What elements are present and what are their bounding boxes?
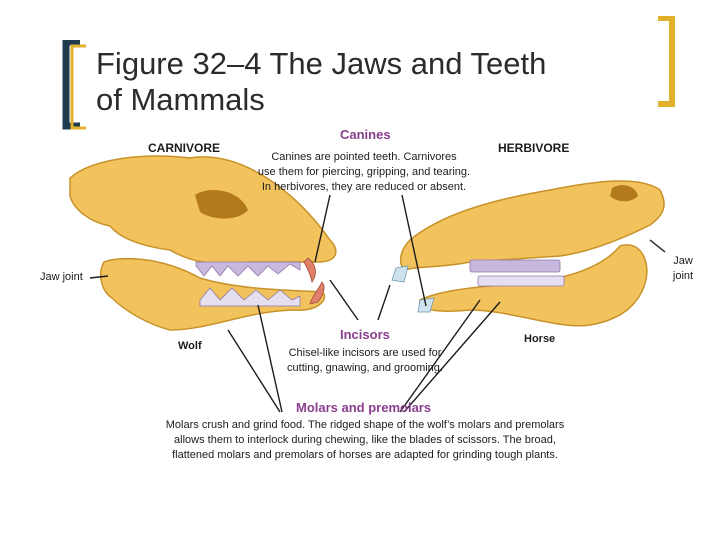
horse-label: Horse	[524, 333, 555, 345]
jaw-joint-right-line: Jaw	[663, 254, 703, 269]
canines-line: use them for piercing, gripping, and tea…	[240, 165, 488, 180]
jaw-joint-right-label: Jaw joint	[663, 254, 703, 284]
incisors-description: Chisel-like incisors are used for cuttin…	[270, 346, 460, 376]
incisors-heading: Incisors	[340, 327, 390, 342]
canines-line: In herbivores, they are reduced or absen…	[240, 180, 488, 195]
molars-line: flattened molars and premolars of horses…	[140, 448, 590, 463]
wolf-label: Wolf	[178, 340, 202, 352]
carnivore-label: CARNIVORE	[148, 141, 220, 155]
molars-line: allows them to interlock during chewing,…	[140, 433, 590, 448]
horse-lower-teeth	[478, 276, 564, 286]
jaw-joint-right-line: joint	[663, 269, 703, 284]
incisors-line: Chisel-like incisors are used for	[270, 346, 460, 361]
wolf-upper-teeth	[196, 262, 300, 276]
molars-heading: Molars and premolars	[296, 400, 431, 415]
horse-skull	[392, 181, 664, 326]
molars-description: Molars crush and grind food. The ridged …	[140, 418, 590, 463]
canines-heading: Canines	[340, 127, 391, 142]
herbivore-label: HERBIVORE	[498, 141, 569, 155]
horse-upper-incisors	[392, 266, 408, 282]
jaw-joint-left-label: Jaw joint	[40, 270, 83, 285]
canines-line: Canines are pointed teeth. Carnivores	[240, 150, 488, 165]
incisors-line: cutting, gnawing, and grooming.	[270, 361, 460, 376]
canines-description: Canines are pointed teeth. Carnivores us…	[240, 150, 488, 195]
horse-upper-teeth	[470, 260, 560, 272]
molars-line: Molars crush and grind food. The ridged …	[140, 418, 590, 433]
